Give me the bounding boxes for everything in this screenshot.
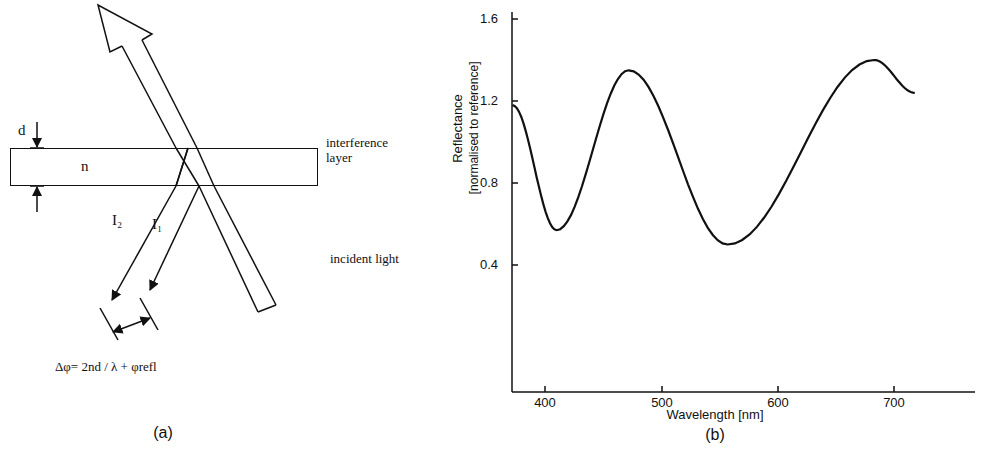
reflectance-curve xyxy=(512,60,914,245)
tick-label: 700 xyxy=(883,396,905,411)
tick-label: 1.2 xyxy=(480,94,498,109)
formula: Δφ= 2nd / λ + φrefl xyxy=(55,360,157,375)
tick-label: 0.8 xyxy=(480,176,498,191)
tick-label: 600 xyxy=(767,396,789,411)
axis-title: Wavelength [nm] xyxy=(666,408,763,423)
interference-layer: n xyxy=(10,148,318,186)
panel-label: (a) xyxy=(153,424,173,442)
layer-label: interference layer xyxy=(326,136,406,166)
axis-title: [normalised to reference] xyxy=(468,62,482,195)
panel-label: (b) xyxy=(705,426,725,444)
axis-title: Reflectance xyxy=(451,94,466,163)
dimension-label: d xyxy=(18,122,26,139)
tick-label: 400 xyxy=(534,396,556,411)
refractive-index: n xyxy=(81,158,89,175)
beam-label: I₁ xyxy=(152,216,162,233)
light-label: incident light xyxy=(330,252,400,267)
beam-label: I₂ xyxy=(112,212,122,229)
tick-label: 0.4 xyxy=(480,258,498,273)
tick-label: 1.6 xyxy=(480,12,498,27)
